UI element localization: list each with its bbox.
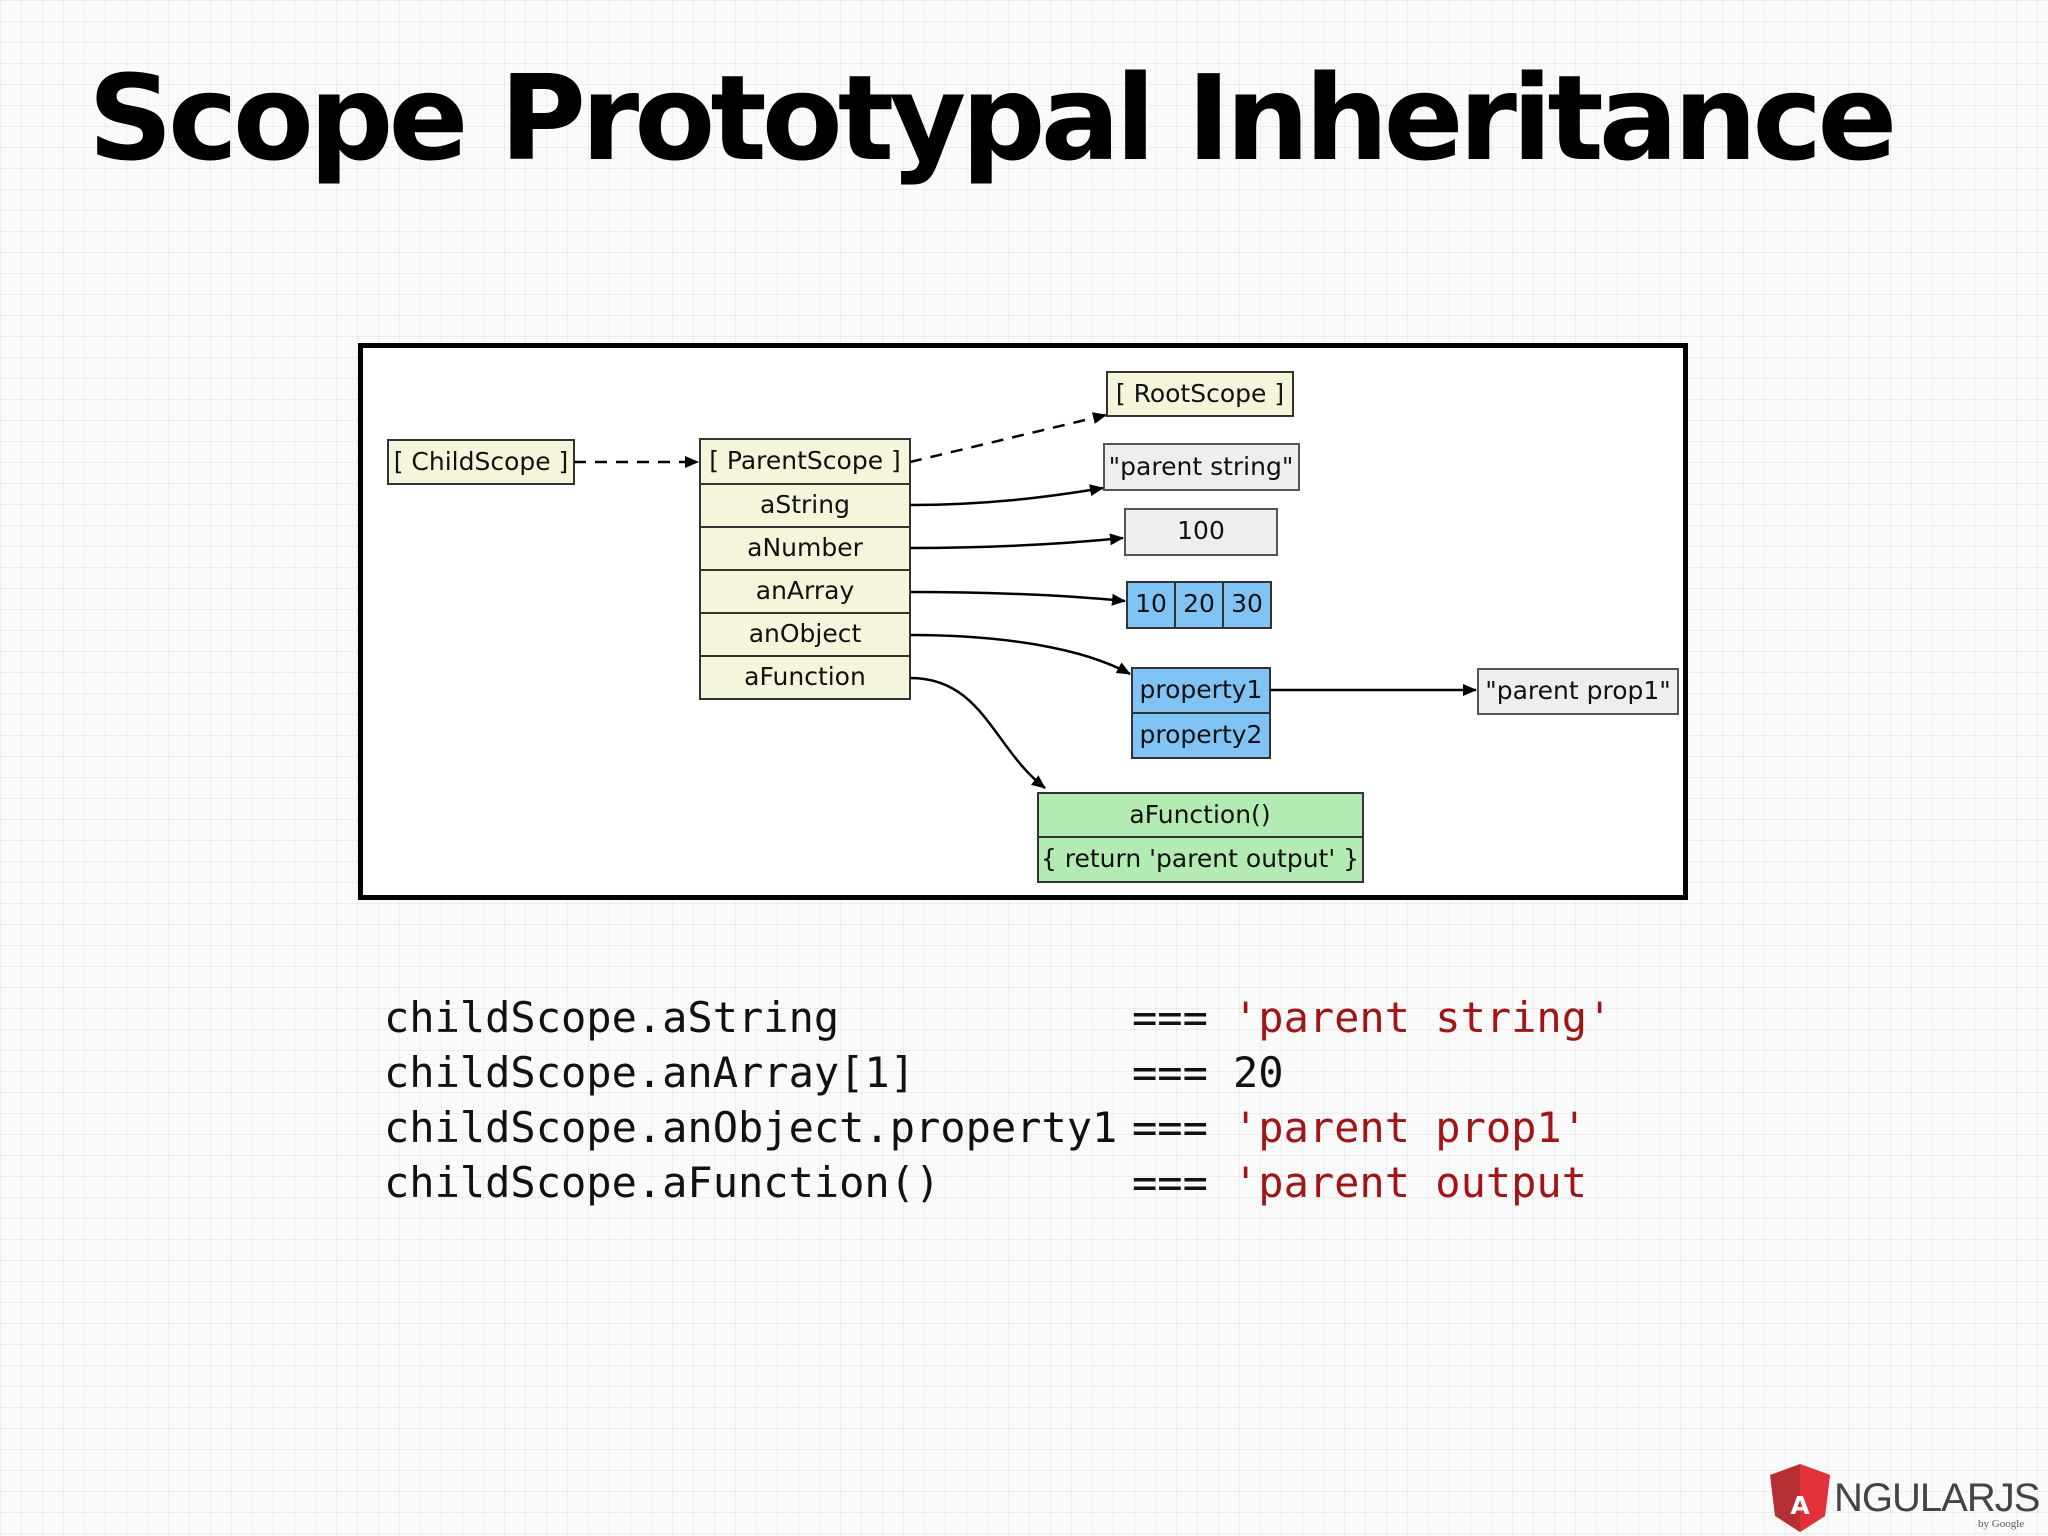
parent-prop1-label: "parent prop1" [1485,676,1671,705]
object-property1-label: property1 [1140,675,1263,704]
parent-scope-node: [ ParentScope ] aString aNumber anArray … [699,438,911,700]
function-name: aFunction() [1129,800,1270,829]
parent-property-afunction: aFunction [744,662,866,691]
code-block: childScope.aString === 'parent string' chi… [384,990,1612,1210]
code-expression: childScope.aString [384,993,840,1042]
array-cell: 30 [1231,589,1263,618]
parent-string-label: "parent string" [1109,452,1294,481]
diagram-edges [574,412,1477,789]
scope-diagram-canvas: [ ChildScope ] [ ParentScope ] aString a… [387,371,1679,883]
scope-diagram: [ ChildScope ] [ ParentScope ] aString a… [358,343,1688,900]
object-property2-label: property2 [1140,720,1263,749]
edge-astring [909,484,1104,507]
code-line: childScope.anObject.property1 === 'parent … [384,1100,1612,1155]
slide-title: Scope Prototypal Inheritance [88,49,1897,187]
logo-text: NGULARJS [1834,1476,2040,1520]
parent-property-anarray: anArray [756,576,855,605]
code-line: childScope.aFunction() === 'parent output [384,1155,1612,1210]
code-expression: childScope.aFunction() [384,1158,941,1207]
array-cell: 10 [1135,589,1167,618]
logo-byline: by Google [1978,1518,2025,1530]
parent-property-anumber: aNumber [747,533,863,562]
code-operator: === [1132,1048,1208,1097]
edge-anarray [909,590,1126,606]
parent-prop1-node: "parent prop1" [1477,668,1679,715]
function-node: aFunction() { return 'parent output' } [1037,792,1364,883]
number-node: 100 [1124,508,1278,556]
code-line: childScope.aString === 'parent string' [384,990,1612,1045]
root-scope-node: [ RootScope ] [1106,371,1294,417]
parent-scope-header: [ ParentScope ] [709,446,901,475]
logo-letter: A [1790,1491,1810,1520]
root-scope-label: [ RootScope ] [1116,379,1284,408]
code-expression: childScope.anObject.property1 [384,1103,1118,1152]
object-node: property1 property2 [1131,667,1271,759]
angularjs-shield-icon: A [1770,1464,1830,1532]
code-value: 'parent output [1233,1158,1588,1207]
edge-afunction [909,676,1046,789]
edge-anumber [909,533,1124,550]
code-operator: === [1132,993,1208,1042]
parent-property-anobject: anObject [749,619,862,648]
array-node: 10 20 30 [1126,581,1272,629]
number-label: 100 [1177,516,1225,545]
parent-property-astring: aString [760,490,850,519]
function-body: { return 'parent output' } [1041,844,1359,873]
code-expression: childScope.anArray[1] [384,1048,916,1097]
code-operator: === [1132,1103,1208,1152]
code-value: 'parent prop1' [1233,1103,1588,1152]
child-scope-node: [ ChildScope ] [387,439,575,485]
code-line: childScope.anArray[1] === 20 [384,1045,1612,1100]
child-scope-label: [ ChildScope ] [394,447,569,476]
parent-string-node: "parent string" [1103,443,1300,491]
edge-anobject [909,633,1131,676]
code-value: 'parent string' [1233,993,1613,1042]
array-cell: 20 [1183,589,1215,618]
angularjs-logo: A NGULARJS by Google [1770,1462,2040,1534]
code-value: 20 [1233,1048,1284,1097]
code-operator: === [1132,1158,1208,1207]
edge-parent-to-root [909,412,1107,464]
